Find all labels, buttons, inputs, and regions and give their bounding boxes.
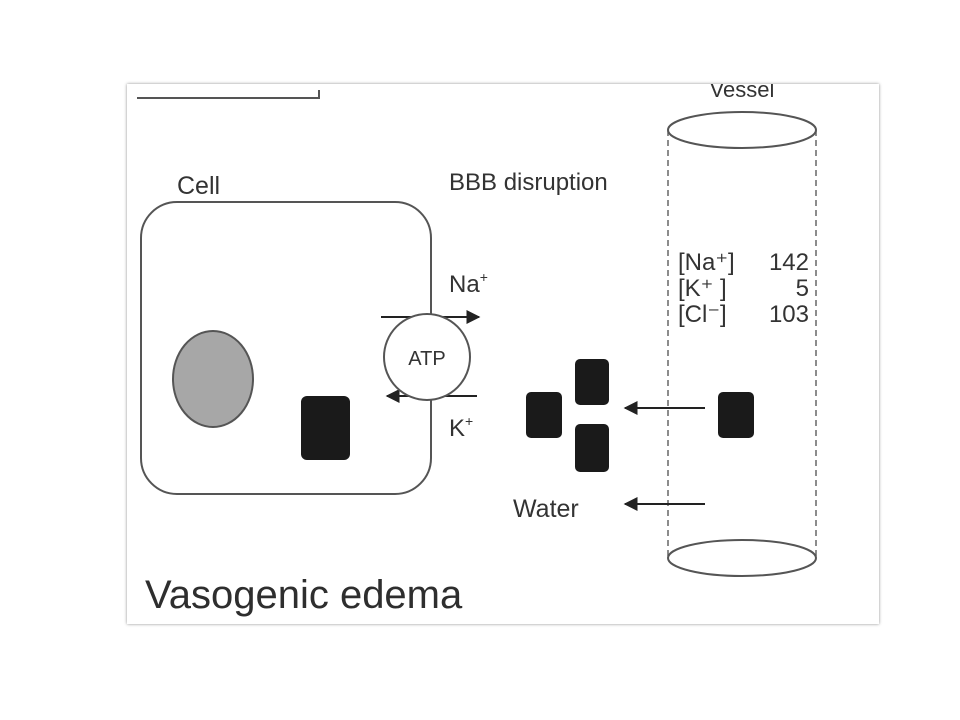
solute-block [575, 359, 609, 405]
vessel-top-ellipse [667, 111, 817, 149]
vessel-solute-block [718, 392, 754, 438]
conc-value-k: 5 [796, 275, 809, 302]
cell-nucleus [172, 330, 254, 428]
na-ion-charge: + [480, 269, 488, 285]
concentration-table: [Na⁺] 142 [K⁺ ] 5 [Cl⁻] 103 [678, 249, 809, 328]
na-k-atpase-pump: ATP Na+ K+ [381, 269, 488, 442]
na-ion-symbol: Na [449, 271, 480, 298]
conc-ion-na: [Na⁺] [678, 249, 735, 276]
cropped-frame-line [137, 90, 320, 99]
k-ion-symbol: K [449, 415, 465, 442]
extracellular-solutes [526, 359, 754, 472]
vessel: Vessel [667, 84, 817, 577]
solute-block [575, 424, 609, 472]
k-ion-charge: + [465, 413, 473, 429]
solute-block [526, 392, 562, 438]
conc-value-na: 142 [769, 249, 809, 276]
atp-label: ATP [408, 348, 445, 370]
k-ion-label: K+ [449, 413, 473, 442]
conc-ion-cl: [Cl⁻] [678, 301, 727, 328]
figure-title: Vasogenic edema [145, 573, 463, 617]
bbb-disruption-label: BBB disruption [449, 169, 608, 196]
water-label: Water [513, 495, 579, 523]
vessel-bottom-ellipse [667, 539, 817, 577]
atp-pump-circle [383, 313, 471, 401]
conc-ion-k: [K⁺ ] [678, 275, 727, 302]
cell: Cell [140, 172, 432, 495]
vessel-label: Vessel [710, 84, 775, 102]
vasogenic-edema-figure: Vessel [Na⁺] 142 [K⁺ ] 5 [Cl⁻] 103 BBB d… [127, 84, 879, 624]
na-ion-label: Na+ [449, 269, 488, 298]
conc-value-cl: 103 [769, 301, 809, 328]
cell-label: Cell [177, 172, 220, 200]
intracellular-solute [301, 396, 350, 460]
edema-diagram: Vessel [Na⁺] 142 [K⁺ ] 5 [Cl⁻] 103 BBB d… [137, 84, 817, 617]
